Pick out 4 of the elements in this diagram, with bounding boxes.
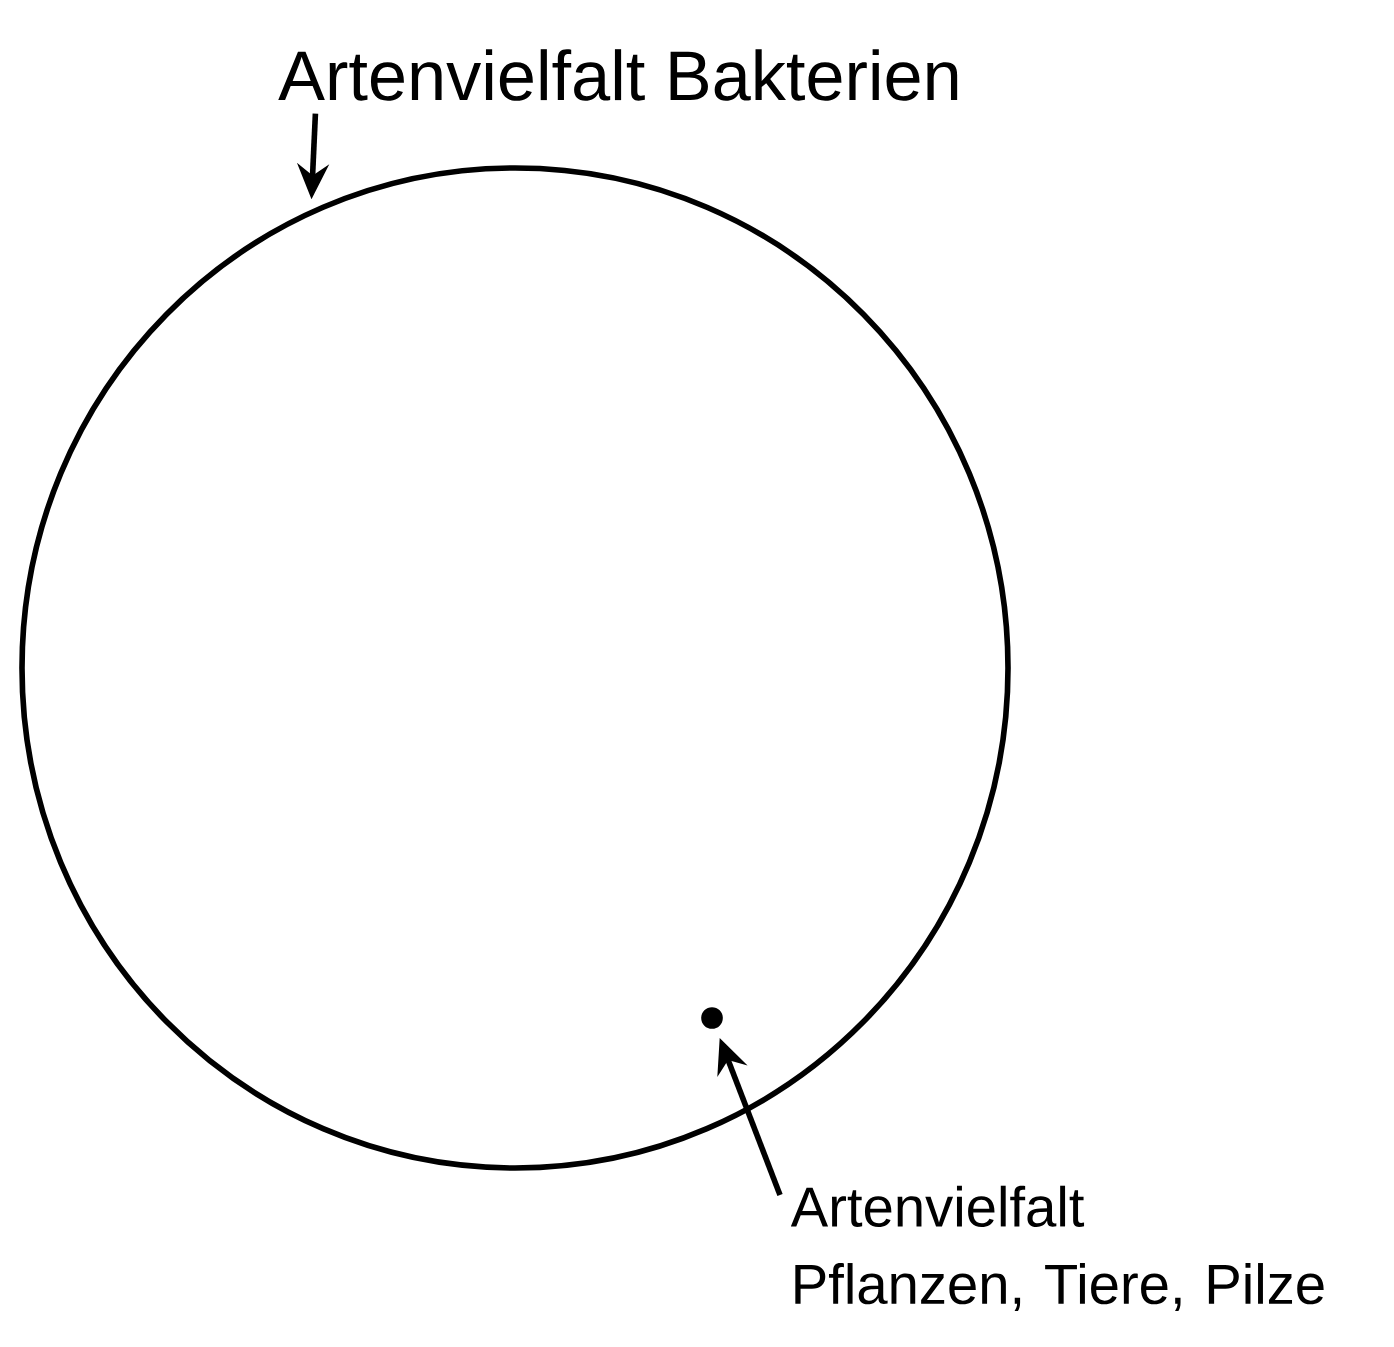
circle-outline <box>19 165 1011 1171</box>
dot <box>701 1007 723 1029</box>
annotation-text: Artenvielfalt Bakterien <box>278 49 958 101</box>
annotation-text: Artenvielfalt Pflanzen, Tiere, Pilze <box>790 1185 1324 1311</box>
